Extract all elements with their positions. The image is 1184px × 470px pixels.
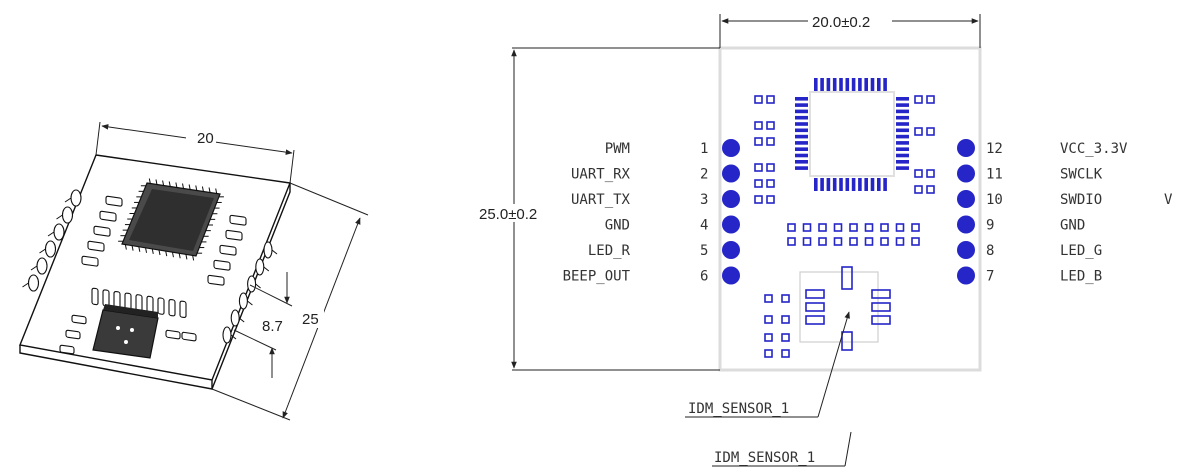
iso-pin-pitch-label: 8.7: [262, 318, 283, 335]
sensor-footprint: [764, 266, 891, 358]
sensor-label-2: IDM_SENSOR_1: [714, 450, 815, 466]
pin-label-left: GND: [605, 218, 630, 234]
pin-number-left: 5: [700, 243, 708, 259]
stray-mark: V: [1164, 192, 1173, 208]
iso-height-label: 25: [302, 311, 319, 328]
iso-width-dimension: 20: [95, 121, 295, 184]
pcb-width-label: 20.0±0.2: [812, 14, 870, 31]
pin-label-right: LED_G: [1060, 243, 1102, 259]
pin-pad-left: [722, 139, 740, 157]
pin-pad-right: [957, 266, 975, 285]
pin-pad-left: [722, 266, 740, 285]
pin-number-right: 9: [986, 218, 994, 234]
pin-number-right: 8: [986, 243, 994, 259]
mcu-footprint: [795, 78, 909, 191]
pin-label-left: UART_RX: [571, 167, 631, 183]
pin-pad-left: [722, 190, 740, 208]
pin-label-left: LED_R: [588, 243, 631, 259]
pin-label-right: SWCLK: [1060, 167, 1103, 183]
iso-sensor-chip: [92, 304, 159, 359]
iso-height-dimension: 25: [211, 182, 369, 421]
pin-label-left: PWM: [605, 141, 630, 157]
small-pads: [754, 95, 935, 246]
isometric-module-view: 20 25 8.7: [19, 121, 369, 421]
pin-number-right: 11: [986, 167, 1003, 183]
pin-number-right: 12: [986, 141, 1003, 157]
pin-pads: [722, 139, 975, 285]
pin-pad-right: [957, 139, 975, 157]
pin-pad-right: [957, 190, 975, 208]
sensor-label-group: IDM_SENSOR_1: [685, 311, 850, 418]
pin-pad-left: [722, 164, 740, 183]
pin-pad-left: [722, 215, 740, 234]
pin-label-right: LED_B: [1060, 269, 1102, 285]
sensor-label-group-2: IDM_SENSOR_1: [712, 431, 852, 467]
pin-number-left: 2: [700, 167, 708, 183]
iso-width-label: 20: [197, 130, 214, 147]
pin-pad-left: [722, 241, 740, 259]
pcb-height-dimension: 25.0±0.2: [478, 47, 720, 371]
pin-number-left: 6: [700, 269, 708, 285]
iso-left-pins: [22, 189, 82, 292]
pin-label-right: SWDIO: [1060, 192, 1102, 208]
pcb-height-label: 25.0±0.2: [479, 206, 537, 223]
pin-pad-right: [957, 241, 975, 259]
sensor-label: IDM_SENSOR_1: [688, 401, 789, 417]
pin-number-left: 1: [700, 141, 708, 157]
pin-label-right: VCC_3.3V: [1060, 141, 1128, 157]
iso-right-pins: [222, 241, 278, 344]
pin-label-right: GND: [1060, 218, 1085, 234]
iso-pin-pitch-dimension: 8.7: [233, 272, 293, 378]
pin-pad-right: [957, 215, 975, 234]
iso-mcu-chip: [118, 178, 224, 261]
pin-number-left: 4: [700, 218, 708, 234]
pin-number-right: 10: [986, 192, 1003, 208]
iso-components: [59, 195, 247, 355]
pin-label-left: BEEP_OUT: [563, 269, 631, 285]
pin-label-left: UART_TX: [571, 192, 631, 208]
pin-pad-right: [957, 164, 975, 183]
pin-number-left: 3: [700, 192, 708, 208]
iso-board-edge: [19, 345, 213, 390]
pcb-outline: [718, 46, 982, 372]
pcb-width-dimension: 20.0±0.2: [719, 12, 981, 48]
pin-number-right: 7: [986, 269, 994, 285]
